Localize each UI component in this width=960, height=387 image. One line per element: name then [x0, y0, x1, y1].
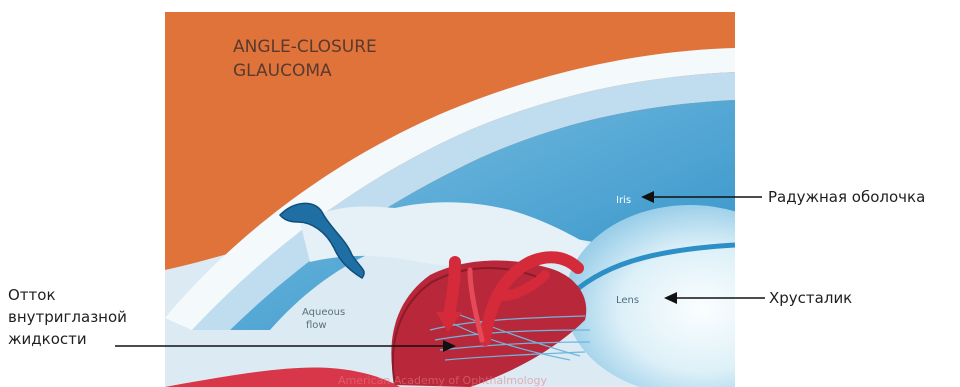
flow-arrow-down [448, 262, 455, 320]
figure-title-line1: ANGLE-CLOSURE [233, 37, 377, 57]
iris-annotation: Радужная оболочка [768, 187, 925, 207]
lens-annotation: Хрусталик [769, 288, 852, 308]
figure-title-line2: GLAUCOMA [233, 61, 332, 81]
outflow-annotation-line1: Отток [8, 285, 56, 305]
watermark-text: American Academy of Ophthalmology [338, 374, 547, 387]
outflow-annotation-line3: жидкости [8, 329, 87, 349]
lens-inner-label: Lens [616, 295, 639, 306]
aqueous-label-line2: flow [306, 320, 327, 331]
iris-inner-label: Iris [616, 195, 631, 206]
outflow-annotation-line2: внутриглазной [8, 307, 127, 327]
eye-illustration: ANGLE-CLOSURE GLAUCOMA Iris Lens Aqueous… [165, 12, 815, 387]
aqueous-label-line1: Aqueous [302, 307, 345, 318]
